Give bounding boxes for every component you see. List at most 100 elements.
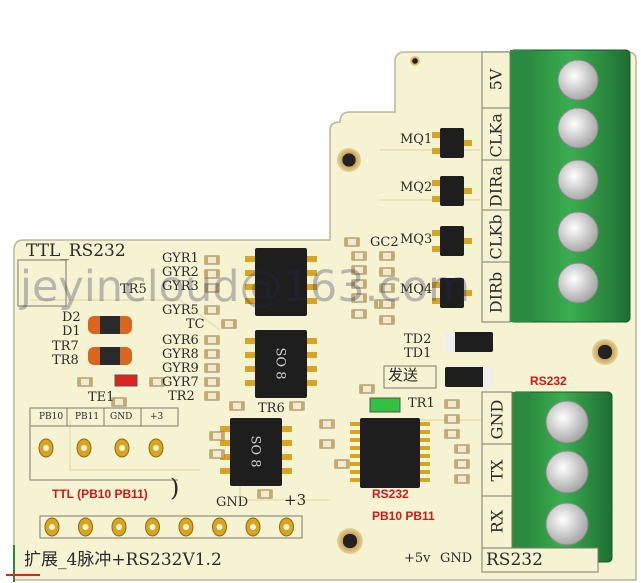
gyr-label: GYR6 [162, 333, 199, 348]
gyr-label: GYR2 [162, 265, 199, 280]
rs232-box-label: RS232 [486, 550, 543, 570]
smd-resistor [204, 377, 220, 387]
mosfet-label: MQ2 [400, 180, 433, 195]
diode-d1 [88, 347, 132, 365]
header-pin-label: GND [110, 412, 133, 422]
terminal-label-gnd: GND [487, 399, 507, 440]
bottom-header [39, 515, 303, 539]
header-pin [76, 438, 92, 458]
note-paren: ) [170, 474, 180, 502]
part-label: TR6 [258, 401, 285, 416]
smd-resistor [209, 449, 225, 459]
header-pin-label: +3 [150, 412, 164, 422]
smd-resistor [359, 384, 375, 394]
smd-resistor [454, 459, 470, 469]
mount-hole-2 [592, 339, 618, 365]
smd-resistor [319, 439, 335, 449]
note-rs232: RS232 [372, 487, 409, 501]
header-pin [245, 517, 261, 537]
mosfet-label: MQ3 [400, 232, 433, 247]
smd-resistor [351, 279, 367, 289]
part-label: +5v [404, 551, 431, 566]
gyr-label: GYR7 [162, 375, 199, 390]
smd-resistor [379, 315, 395, 325]
smd-resistor [351, 251, 367, 261]
smd-resistor [444, 399, 460, 409]
terminal-label-clkb: CLKb [486, 214, 506, 260]
terminal-label-tx: TX [487, 459, 507, 482]
gyr-label: TR2 [168, 389, 195, 404]
smd-resistor [444, 429, 460, 439]
chip-lower [220, 418, 292, 486]
header-pin [114, 438, 130, 458]
screw-terminal [557, 262, 599, 304]
mosfet [432, 278, 472, 308]
mosfet-label: MQ4 [400, 282, 433, 297]
led-green [369, 397, 401, 413]
screw-terminal [545, 450, 589, 494]
note-pb: PB10 PB11 [372, 509, 435, 523]
terminal-label-clka: CLKa [486, 113, 506, 158]
led-red [114, 374, 138, 387]
smd-resistor [444, 414, 460, 424]
gyr-label: GYR9 [162, 361, 199, 376]
header-pin-label: PB10 [39, 412, 64, 422]
smd-resistor [204, 349, 220, 359]
note-ttl: TTL (PB10 PB11) [52, 487, 148, 501]
smd-resistor [319, 419, 335, 429]
part-label: TR7 [52, 339, 79, 354]
part-label: TR5 [120, 282, 147, 297]
smd-resistor [334, 459, 350, 469]
smd-resistor [204, 391, 220, 401]
header-pin-label: PB11 [75, 412, 100, 422]
mount-hole-4 [410, 56, 420, 66]
smd-resistor [379, 267, 395, 277]
smd-resistor [379, 251, 395, 261]
header-pin [178, 517, 194, 537]
smd-resistor [454, 474, 470, 484]
terminal-label-rx: RX [487, 509, 507, 534]
header-pin [111, 517, 127, 537]
screw-terminal [557, 59, 599, 101]
mosfet [432, 226, 472, 256]
cap-td2 [445, 332, 493, 352]
part-label: TD2 [404, 332, 432, 347]
smd-resistor [221, 319, 237, 329]
header-pin [212, 517, 227, 537]
smd-resistor [289, 401, 305, 411]
part-label: D1 [62, 324, 81, 339]
smd-resistor [149, 377, 165, 387]
header-pin [279, 517, 294, 537]
board-outline [13, 51, 637, 581]
part-label: TE1 [88, 390, 115, 405]
terminal-label-5v: 5V [486, 68, 506, 91]
smd-resistor [209, 431, 225, 441]
mount-hole-1 [337, 148, 361, 172]
gyr-label: GYR1 [162, 251, 199, 266]
smd-resistor [379, 283, 395, 293]
chip-upper-1 [245, 248, 317, 316]
gyr-label: GYR3 [162, 279, 199, 294]
screw-terminal [557, 107, 599, 149]
note-rs232-top: RS232 [530, 374, 567, 388]
smd-resistor [204, 363, 220, 373]
smd-resistor [351, 309, 367, 319]
smd-resistor [204, 269, 220, 279]
header-pin [148, 438, 164, 458]
screw-terminal [545, 502, 589, 546]
chip-marking: SO 8 [272, 347, 288, 380]
ttl-rs232-header: TTL_RS232 [26, 241, 126, 261]
smd-resistor [204, 283, 220, 293]
smd-resistor [77, 377, 93, 387]
smd-resistor [111, 397, 127, 407]
header-pin [44, 517, 60, 537]
smd-resistor [229, 401, 245, 411]
rs232-chip [350, 418, 430, 488]
smd-resistor [204, 255, 220, 265]
header-pin [38, 438, 54, 458]
chip-marking: SO 8 [247, 435, 263, 468]
header-pin [78, 517, 93, 537]
mosfet [432, 128, 472, 158]
board-title: 扩展_4脉冲+RS232V1.2 [24, 550, 222, 570]
